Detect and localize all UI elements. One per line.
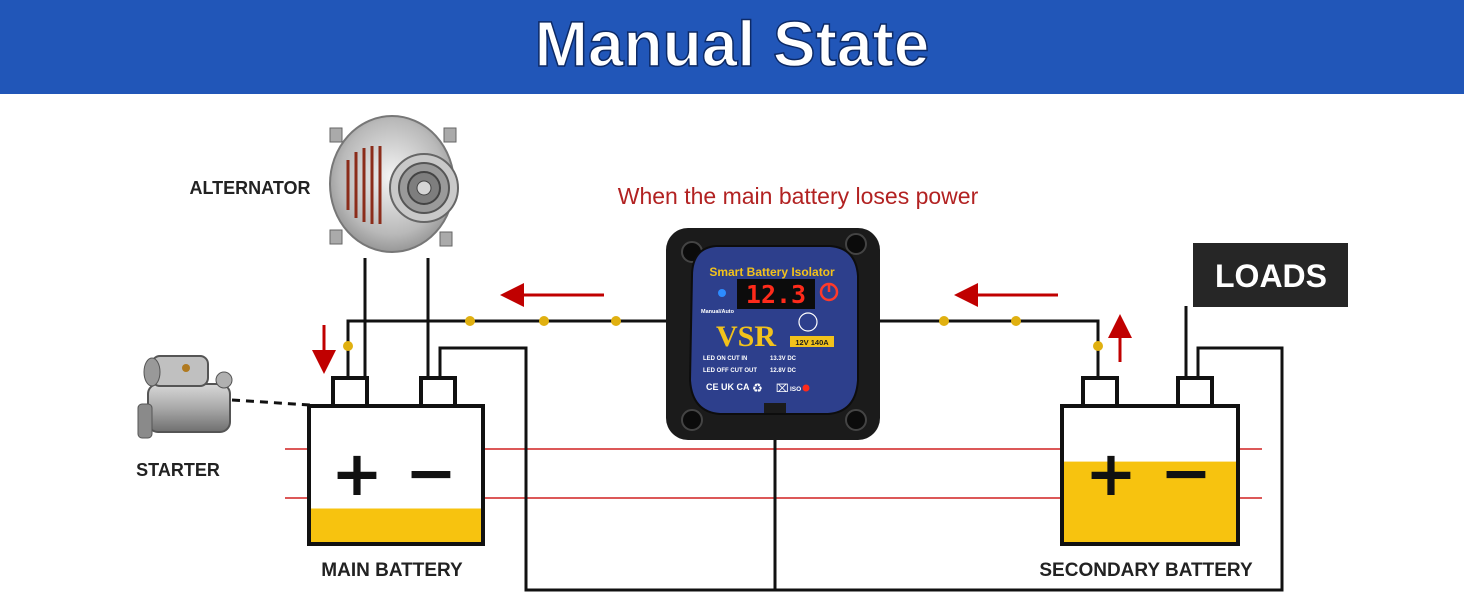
led-display-value: 12.3 xyxy=(746,280,806,309)
junction-nodes xyxy=(343,316,1103,351)
node xyxy=(1011,316,1021,326)
iso-mark: ISO xyxy=(790,386,801,393)
node xyxy=(1093,341,1103,351)
node xyxy=(465,316,475,326)
battery-isolator-device: Smart Battery Isolator 12.3 Manual/Auto … xyxy=(666,228,880,440)
loads-background xyxy=(1193,243,1348,307)
starter-link xyxy=(231,398,311,407)
status-led-red-icon xyxy=(802,384,810,392)
device-title: Smart Battery Isolator xyxy=(709,265,835,279)
device-notch xyxy=(764,403,786,413)
alternator-label: ALTERNATOR xyxy=(190,178,311,198)
minus-sign: − xyxy=(405,436,457,509)
minus-sign: − xyxy=(1160,436,1212,509)
mount-hole-icon xyxy=(845,409,867,431)
wires xyxy=(346,258,1284,592)
battery-charge-fill xyxy=(311,508,481,542)
secondary-battery-label: SECONDARY BATTERY xyxy=(1039,560,1253,581)
bin-icon: ⌧ xyxy=(776,382,789,395)
spec-on-label: LED ON CUT IN xyxy=(703,356,747,362)
loads-label: LOADS xyxy=(1215,258,1327,294)
alternator-icon xyxy=(329,115,459,253)
page-title: Manual State xyxy=(535,8,930,80)
mount-hole-icon xyxy=(681,409,703,431)
spec-on-value: 13.3V DC xyxy=(770,356,797,362)
current-arrows xyxy=(312,283,1132,374)
brand-logo: VSR xyxy=(716,320,776,353)
annotation-text: When the main battery loses power xyxy=(618,183,979,209)
secondary-battery: + − xyxy=(1060,376,1240,546)
node xyxy=(343,341,353,351)
node xyxy=(539,316,549,326)
plus-sign: + xyxy=(331,437,383,510)
cert-marks: CE UK CA xyxy=(706,382,750,392)
spec-off-value: 12.8V DC xyxy=(770,368,797,374)
mount-hole-icon xyxy=(845,233,867,255)
node xyxy=(611,316,621,326)
rating-text: 12V 140A xyxy=(795,338,829,347)
node xyxy=(939,316,949,326)
led-display xyxy=(737,279,815,309)
starter-label: STARTER xyxy=(136,460,220,480)
recycle-icon: ♻ xyxy=(752,381,763,395)
starter-icon xyxy=(137,355,233,439)
battery-terminal-positive xyxy=(1081,376,1119,408)
device-face xyxy=(688,245,859,415)
mode-label: Manual/Auto xyxy=(701,309,735,315)
spec-off-label: LED OFF CUT OUT xyxy=(703,368,757,374)
battery-terminal-positive xyxy=(331,376,369,408)
plus-sign: + xyxy=(1085,437,1137,510)
main-battery: + − xyxy=(307,376,485,546)
rating-badge xyxy=(790,336,834,347)
main-battery-label: MAIN BATTERY xyxy=(321,560,463,581)
header-banner xyxy=(0,0,1464,94)
loads-box: LOADS xyxy=(1193,243,1348,307)
status-led-icon xyxy=(718,289,726,297)
brand-seal-icon xyxy=(798,312,818,332)
battery-charge-fill xyxy=(1064,461,1236,542)
battery-terminal-negative xyxy=(1176,376,1214,408)
battery-terminal-negative xyxy=(419,376,457,408)
